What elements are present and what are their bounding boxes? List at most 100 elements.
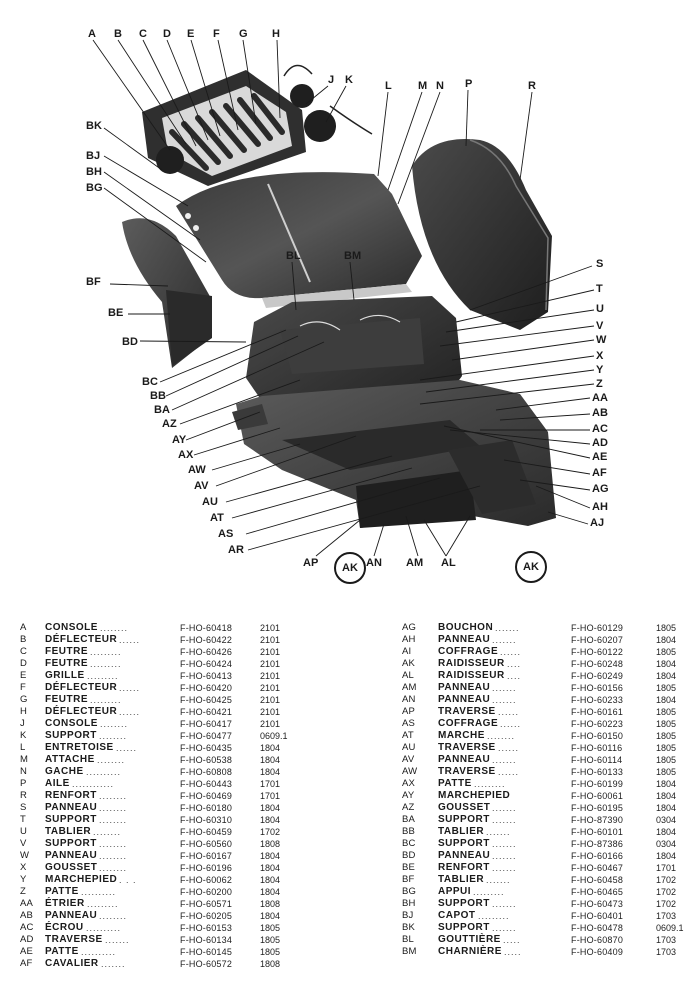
callout-label-b: B — [114, 28, 122, 40]
parts-name: MARCHEPIED — [438, 790, 511, 801]
parts-dots: ..... — [504, 947, 522, 957]
parts-ref: F-HO-60458 — [571, 875, 624, 885]
parts-name: GACHE — [45, 766, 84, 777]
parts-num: 1804 — [656, 851, 677, 861]
callout-label-bh: BH — [86, 166, 102, 178]
parts-num: 1805 — [656, 767, 677, 777]
parts-code: AM — [402, 682, 417, 693]
parts-dots: ............ — [72, 779, 115, 789]
parts-name: SUPPORT — [438, 898, 490, 909]
parts-ref: F-HO-60467 — [571, 863, 624, 873]
parts-num: 1805 — [656, 755, 677, 765]
callout-label-bc: BC — [142, 376, 158, 388]
callout-label-u: U — [596, 303, 604, 315]
callout-label-aj: AJ — [590, 517, 605, 529]
parts-num: 1804 — [260, 743, 281, 753]
parts-code: AX — [402, 778, 416, 789]
parts-ref: F-HO-60409 — [571, 947, 624, 957]
parts-code: AA — [20, 898, 34, 909]
parts-dots: ......... — [87, 671, 119, 681]
parts-name: DÉFLECTEUR — [45, 682, 118, 693]
parts-num: 1804 — [656, 791, 677, 801]
parts-name: COFFRAGE — [438, 718, 499, 729]
parts-ref: F-HO-60426 — [180, 647, 233, 657]
parts-dots: ....... — [492, 899, 517, 909]
parts-num: 0609.1 — [260, 731, 288, 741]
parts-name: GOUSSET — [438, 802, 491, 813]
parts-dots: ....... — [492, 635, 517, 645]
parts-num: 1808 — [260, 899, 281, 909]
callout-label-bd: BD — [122, 336, 138, 348]
parts-dots: ........ — [487, 731, 516, 741]
parts-num: 1703 — [656, 947, 677, 957]
parts-name: PANNEAU — [438, 682, 491, 693]
parts-dots: ........ — [99, 839, 128, 849]
parts-dots: ..... — [503, 935, 521, 945]
parts-name: PATTE — [45, 886, 79, 897]
parts-ref: F-HO-60199 — [571, 779, 624, 789]
parts-dots: ........ — [93, 827, 122, 837]
parts-dots: ...... — [119, 707, 141, 717]
parts-ref: F-HO-60465 — [571, 887, 624, 897]
parts-name: RAIDISSEUR — [438, 658, 505, 669]
parts-dots: .... — [507, 659, 522, 669]
parts-name: APPUI — [438, 886, 472, 897]
parts-code: AL — [402, 670, 415, 681]
parts-dots: ....... — [495, 623, 520, 633]
parts-ref: F-HO-60200 — [180, 887, 233, 897]
parts-dots: ........ — [99, 791, 128, 801]
parts-num: 1804 — [260, 887, 281, 897]
parts-name: CONSOLE — [45, 718, 98, 729]
parts-name: GOUTTIÈRE — [438, 934, 501, 945]
parts-code: AH — [402, 634, 416, 645]
callout-label-s: S — [596, 258, 604, 270]
parts-name: RENFORT — [45, 790, 97, 801]
parts-name: CONSOLE — [45, 622, 98, 633]
parts-dots: .......... — [81, 887, 117, 897]
callout-label-f: F — [213, 28, 220, 40]
parts-code: P — [20, 778, 27, 789]
parts-dots: ........ — [99, 851, 128, 861]
parts-dots: ...... — [119, 635, 141, 645]
parts-name: TRAVERSE — [438, 766, 496, 777]
parts-dots: ......... — [90, 659, 122, 669]
parts-dots: . . . — [119, 875, 137, 885]
parts-num: 1805 — [260, 923, 281, 933]
parts-dots: ......... — [90, 647, 122, 657]
parts-name: CAVALIER — [45, 958, 99, 969]
callout-label-af: AF — [592, 467, 607, 479]
parts-name: PANNEAU — [438, 694, 491, 705]
parts-dots: ......... — [87, 899, 119, 909]
parts-ref: F-HO-60248 — [571, 659, 624, 669]
parts-dots: ....... — [492, 683, 517, 693]
parts-ref: F-HO-87386 — [571, 839, 624, 849]
callout-label-ah: AH — [592, 501, 608, 513]
callout-label-ag: AG — [592, 483, 609, 495]
parts-ref: F-HO-60443 — [180, 779, 233, 789]
callout-label-bk: BK — [86, 120, 102, 132]
parts-ref: F-HO-60417 — [180, 719, 233, 729]
parts-code: E — [20, 670, 27, 681]
callout-label-j: J — [328, 74, 335, 86]
parts-name: AILE — [45, 778, 70, 789]
parts-ref: F-HO-60421 — [180, 707, 233, 717]
parts-code: BH — [402, 898, 416, 909]
parts-name: MARCHE — [438, 730, 485, 741]
parts-name: ENTRETOISE — [45, 742, 114, 753]
parts-name: CHARNIÈRE — [438, 946, 502, 957]
parts-num: 2101 — [260, 659, 281, 669]
parts-ref: F-HO-60424 — [180, 659, 233, 669]
callout-label-bf: BF — [86, 276, 101, 288]
parts-dots: ....... — [492, 923, 517, 933]
parts-ref: F-HO-60153 — [180, 923, 233, 933]
callout-label-ar: AR — [228, 544, 244, 556]
parts-code: BM — [402, 946, 417, 957]
parts-dots: ...... — [498, 743, 520, 753]
parts-ref: F-HO-60478 — [571, 923, 624, 933]
parts-num: 1805 — [656, 743, 677, 753]
parts-code: V — [20, 838, 27, 849]
left-mudguard-part — [122, 218, 212, 368]
parts-code: AB — [20, 910, 34, 921]
callout-label-ak: AK — [334, 552, 366, 584]
callout-label-d: D — [163, 28, 171, 40]
